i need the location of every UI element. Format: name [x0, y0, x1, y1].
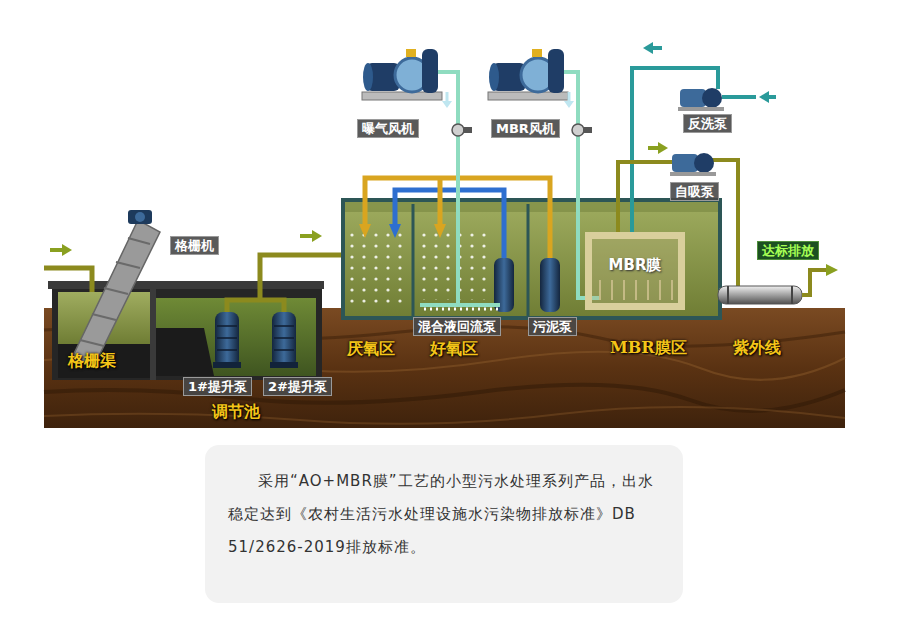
zone-label: 调节池 — [212, 402, 260, 422]
pump-label: 2#提升泵 — [263, 377, 332, 396]
label-text: 自吸泵 — [675, 183, 714, 200]
caption-panel: 采用“AO+MBR膜”工艺的小型污水处理系列产品，出水稳定达到《农村生活污水处理… — [205, 445, 683, 603]
equipment-label: 格栅机 — [170, 236, 219, 255]
pump-label: 反洗泵 — [683, 114, 732, 133]
label-text: 反洗泵 — [688, 115, 727, 132]
zone-label: 格栅渠 — [68, 351, 116, 371]
label-text: 1#提升泵 — [188, 378, 247, 395]
pump-label: 混合液回流泵 — [413, 317, 501, 336]
zone-label: 厌氧区 — [347, 339, 395, 359]
label-text: 曝气风机 — [362, 120, 414, 137]
label-text: 格栅机 — [175, 237, 214, 254]
label-text: 2#提升泵 — [268, 378, 327, 395]
pump-label: 污泥泵 — [528, 317, 577, 336]
membrane-frame: MBR膜 — [585, 232, 685, 310]
blower-label: MBR风机 — [491, 119, 560, 138]
caption-text: 采用“AO+MBR膜”工艺的小型污水处理系列产品，出水稳定达到《农村生活污水处理… — [228, 465, 668, 564]
label-text: 达标排放 — [762, 242, 814, 259]
pump-label: 1#提升泵 — [183, 377, 252, 396]
label-text: 混合液回流泵 — [418, 318, 496, 335]
label-text: 污泥泵 — [533, 318, 572, 335]
zone-label: 好氧区 — [430, 339, 478, 359]
label-text: MBR风机 — [496, 120, 555, 137]
zone-label: 紫外线 — [733, 338, 781, 358]
label-text: MBR膜 — [609, 255, 662, 275]
pump-label: 自吸泵 — [670, 182, 719, 201]
blower-label: 曝气风机 — [357, 119, 419, 138]
discharge-label: 达标排放 — [757, 241, 819, 260]
zone-label: MBR膜区 — [610, 338, 687, 358]
